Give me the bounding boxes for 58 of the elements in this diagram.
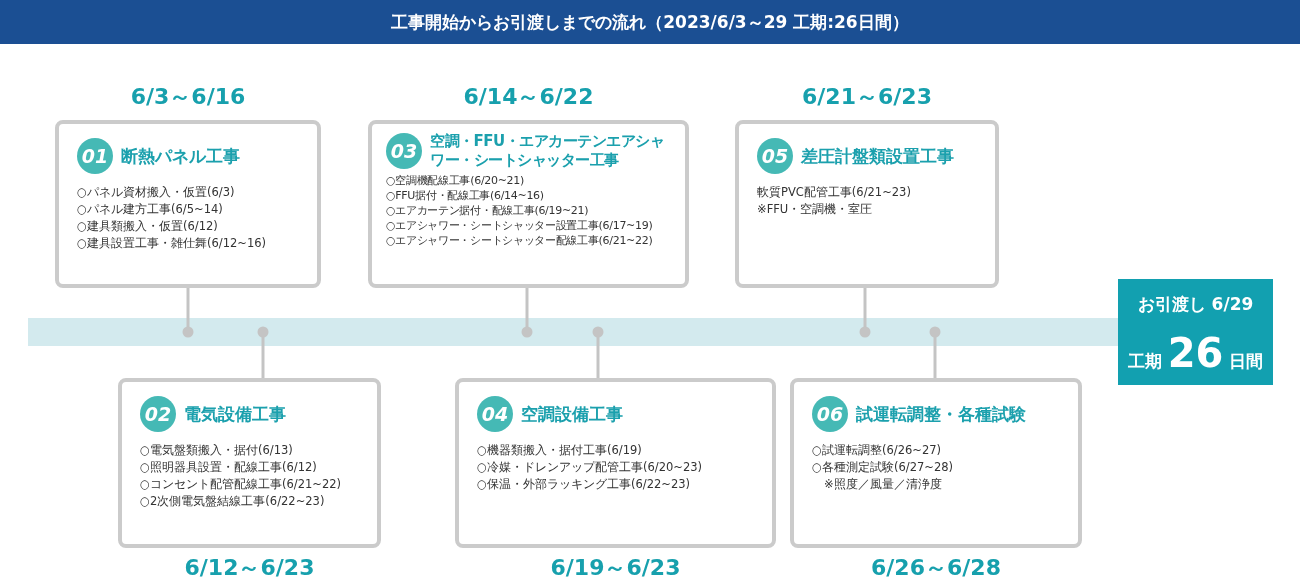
leader-line [859,288,871,338]
task-item: ○コンセント配管配線工事(6/21~22) [140,476,343,493]
timeline-band [28,318,1120,346]
leader-line [257,326,269,378]
task-item: ○建具設置工事・雑仕舞(6/12~16) [77,235,268,252]
date-range: 6/14～6/22 [462,83,595,110]
date-range: 6/12～6/23 [183,554,316,581]
period-number: 26 [1167,329,1224,376]
number-badge: 04 [477,396,513,432]
task-item: ○各種測定試験(6/27~28) [812,459,955,476]
task-card [455,378,776,548]
number-badge: 03 [386,133,422,169]
task-card [735,120,999,288]
task-card [118,378,381,548]
card-heading: 電気設備工事 [184,403,286,425]
date-range: 6/26～6/28 [870,554,1002,581]
number-badge: 02 [140,396,176,432]
card-heading: 空調設備工事 [521,403,623,425]
card-heading: 差圧計盤類設置工事 [801,145,954,167]
task-item: ○2次側電気盤結線工事(6/22~23) [140,493,326,510]
date-range: 6/3～6/16 [129,83,247,110]
task-item: ○エアシャワー・シートシャッター設置工事(6/17~19) [386,218,654,233]
period-unit: 日間 [1229,349,1264,373]
card-heading: 試運転調整・各種試験 [856,403,1026,425]
period-label: 工期 [1127,349,1162,373]
date-range: 6/19～6/23 [549,554,682,581]
title-bar: 工事開始からお引渡しまでの流れ（2023/6/3～29 工期:26日間） [0,0,1300,44]
note-text: ※照度／風量／清浄度 [823,476,943,493]
task-item: ○試運転調整(6/26~27) [812,442,943,459]
task-item: ○エアシャワー・シートシャッター配線工事(6/21~22) [386,233,654,248]
task-card [790,378,1082,548]
task-item: ○FFU据付・配線工事(6/14~16) [386,188,545,203]
card-heading: 断熱パネル工事 [121,145,240,167]
task-item: ○エアカーテン据付・配線工事(6/19~21) [386,203,590,218]
leader-line [182,288,194,338]
task-item: ○建具類搬入・仮置(6/12) [77,218,219,235]
handover-date: お引渡し 6/29 [1136,293,1255,316]
task-item: ○機器類搬入・据付工事(6/19) [477,442,643,459]
number-badge: 06 [812,396,848,432]
card-heading: 空調・FFU・エアカーテンエアシャワー・シートシャッター工事 [430,132,666,170]
task-item: ○空調機配線工事(6/20~21) [386,173,525,188]
task-item: ○照明器具設置・配線工事(6/12) [140,459,318,476]
date-range: 6/21～6/23 [801,83,933,110]
task-item: ○保温・外部ラッキング工事(6/22~23) [477,476,692,493]
number-badge: 05 [757,138,793,174]
task-card [368,120,689,288]
task-item: ○電気盤類搬入・据付(6/13) [140,442,294,459]
task-card [55,120,321,288]
handover-panel [1118,279,1273,385]
leader-line [929,326,941,378]
task-item: ○パネル建方工事(6/5~14) [77,201,224,218]
task-item: ○冷媒・ドレンアップ配管工事(6/20~23) [477,459,704,476]
task-item: 軟質PVC配管工事(6/21~23) [757,184,912,201]
task-item: ※FFU・空調機・室圧 [757,201,874,218]
task-item: ○パネル資材搬入・仮置(6/3) [77,184,236,201]
number-badge: 01 [77,138,113,174]
leader-line [521,288,533,338]
leader-line [592,326,604,378]
